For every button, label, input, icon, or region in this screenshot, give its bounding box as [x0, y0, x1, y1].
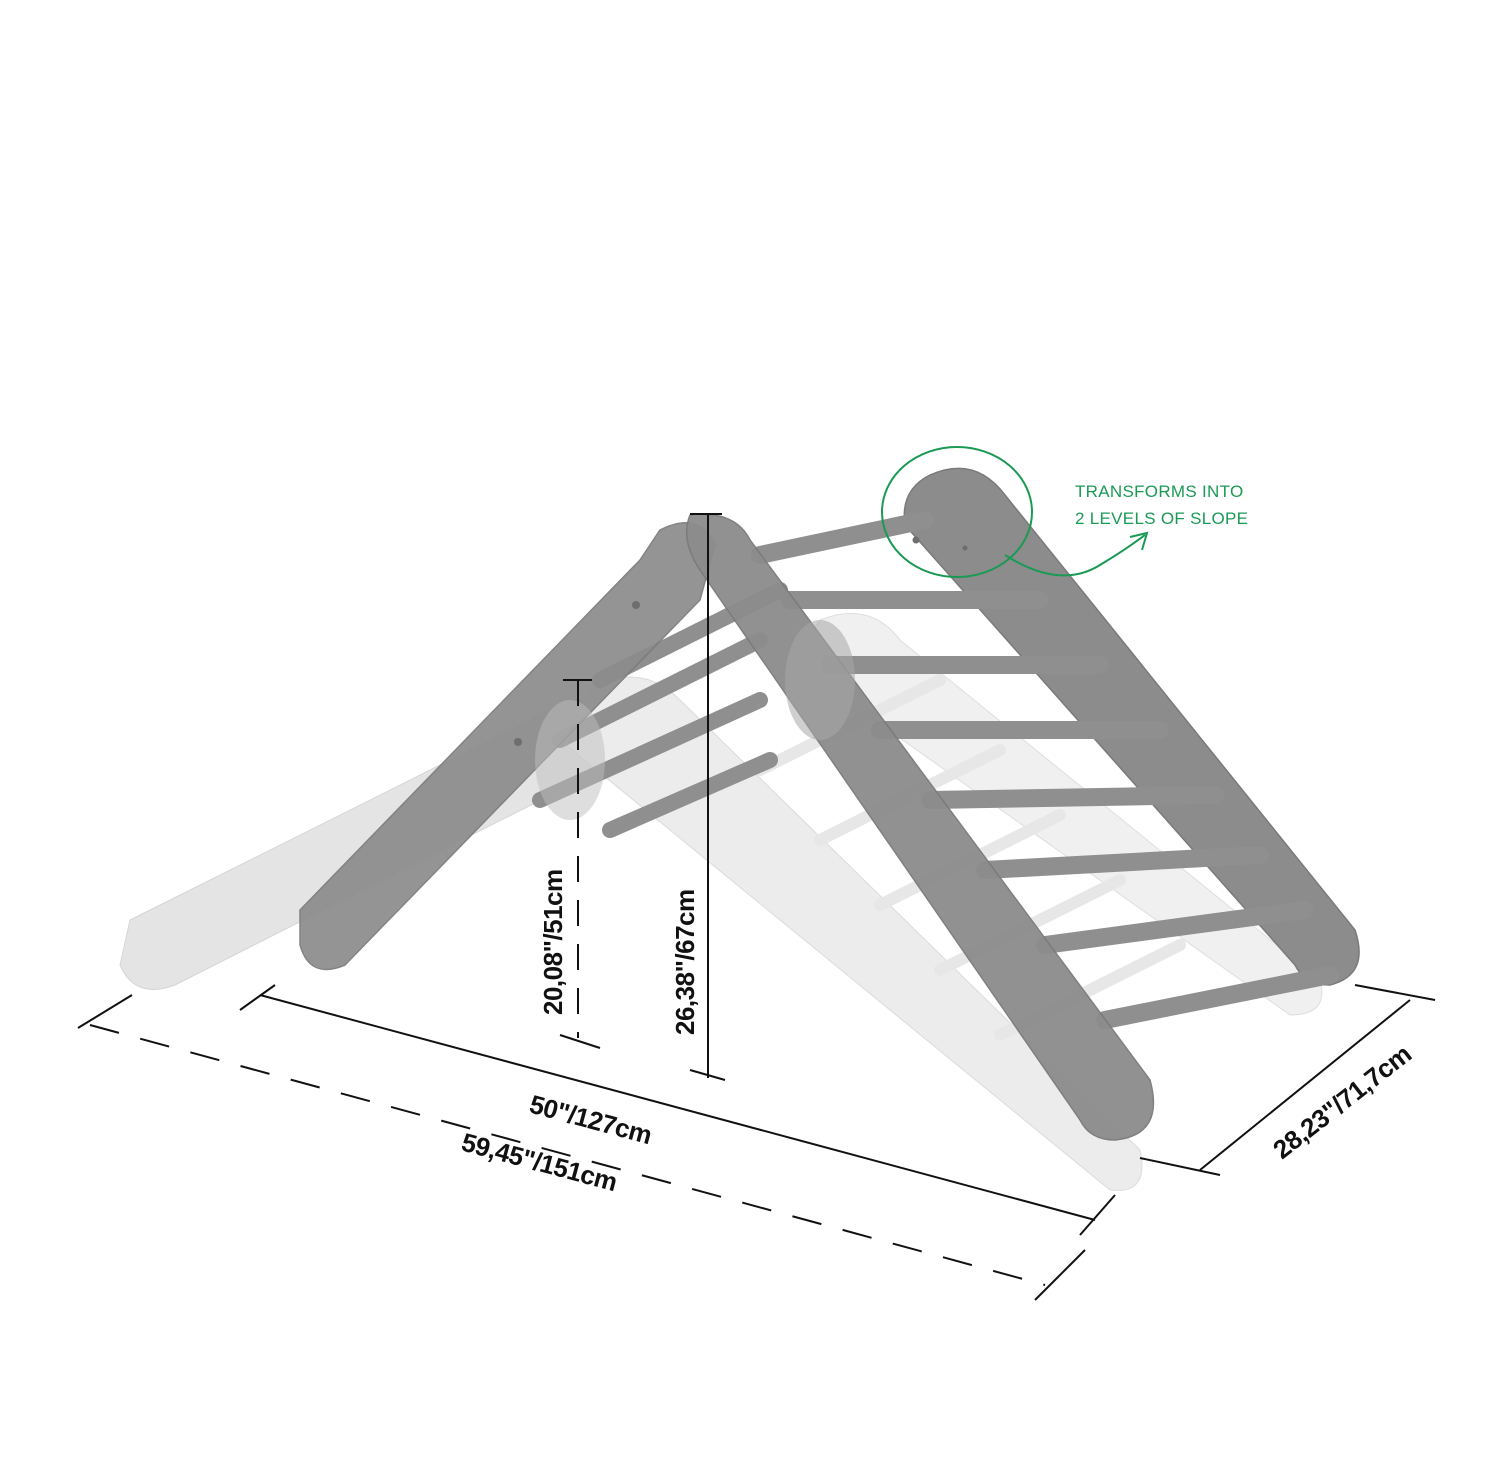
length-extended-label: 59,45"/151cm	[458, 1127, 620, 1197]
height-high-label: 26,38"/67cm	[670, 889, 700, 1035]
annotation-arrow-icon	[1004, 534, 1146, 577]
high-slope-configuration	[299, 467, 1360, 1141]
length-folded-label: 50"/127cm	[526, 1089, 654, 1150]
depth-label: 28,23"/71,7cm	[1267, 1039, 1417, 1165]
annotation-line-1: TRANSFORMS INTO	[1075, 482, 1244, 501]
annotation-line-2: 2 LEVELS OF SLOPE	[1075, 509, 1248, 528]
hinge-highlight-circle	[881, 446, 1033, 578]
height-low-label: 20,08"/51cm	[538, 869, 568, 1015]
dimension-lines	[77, 513, 1436, 1301]
slope-annotation: TRANSFORMS INTO 2 LEVELS OF SLOPE	[881, 446, 1248, 578]
